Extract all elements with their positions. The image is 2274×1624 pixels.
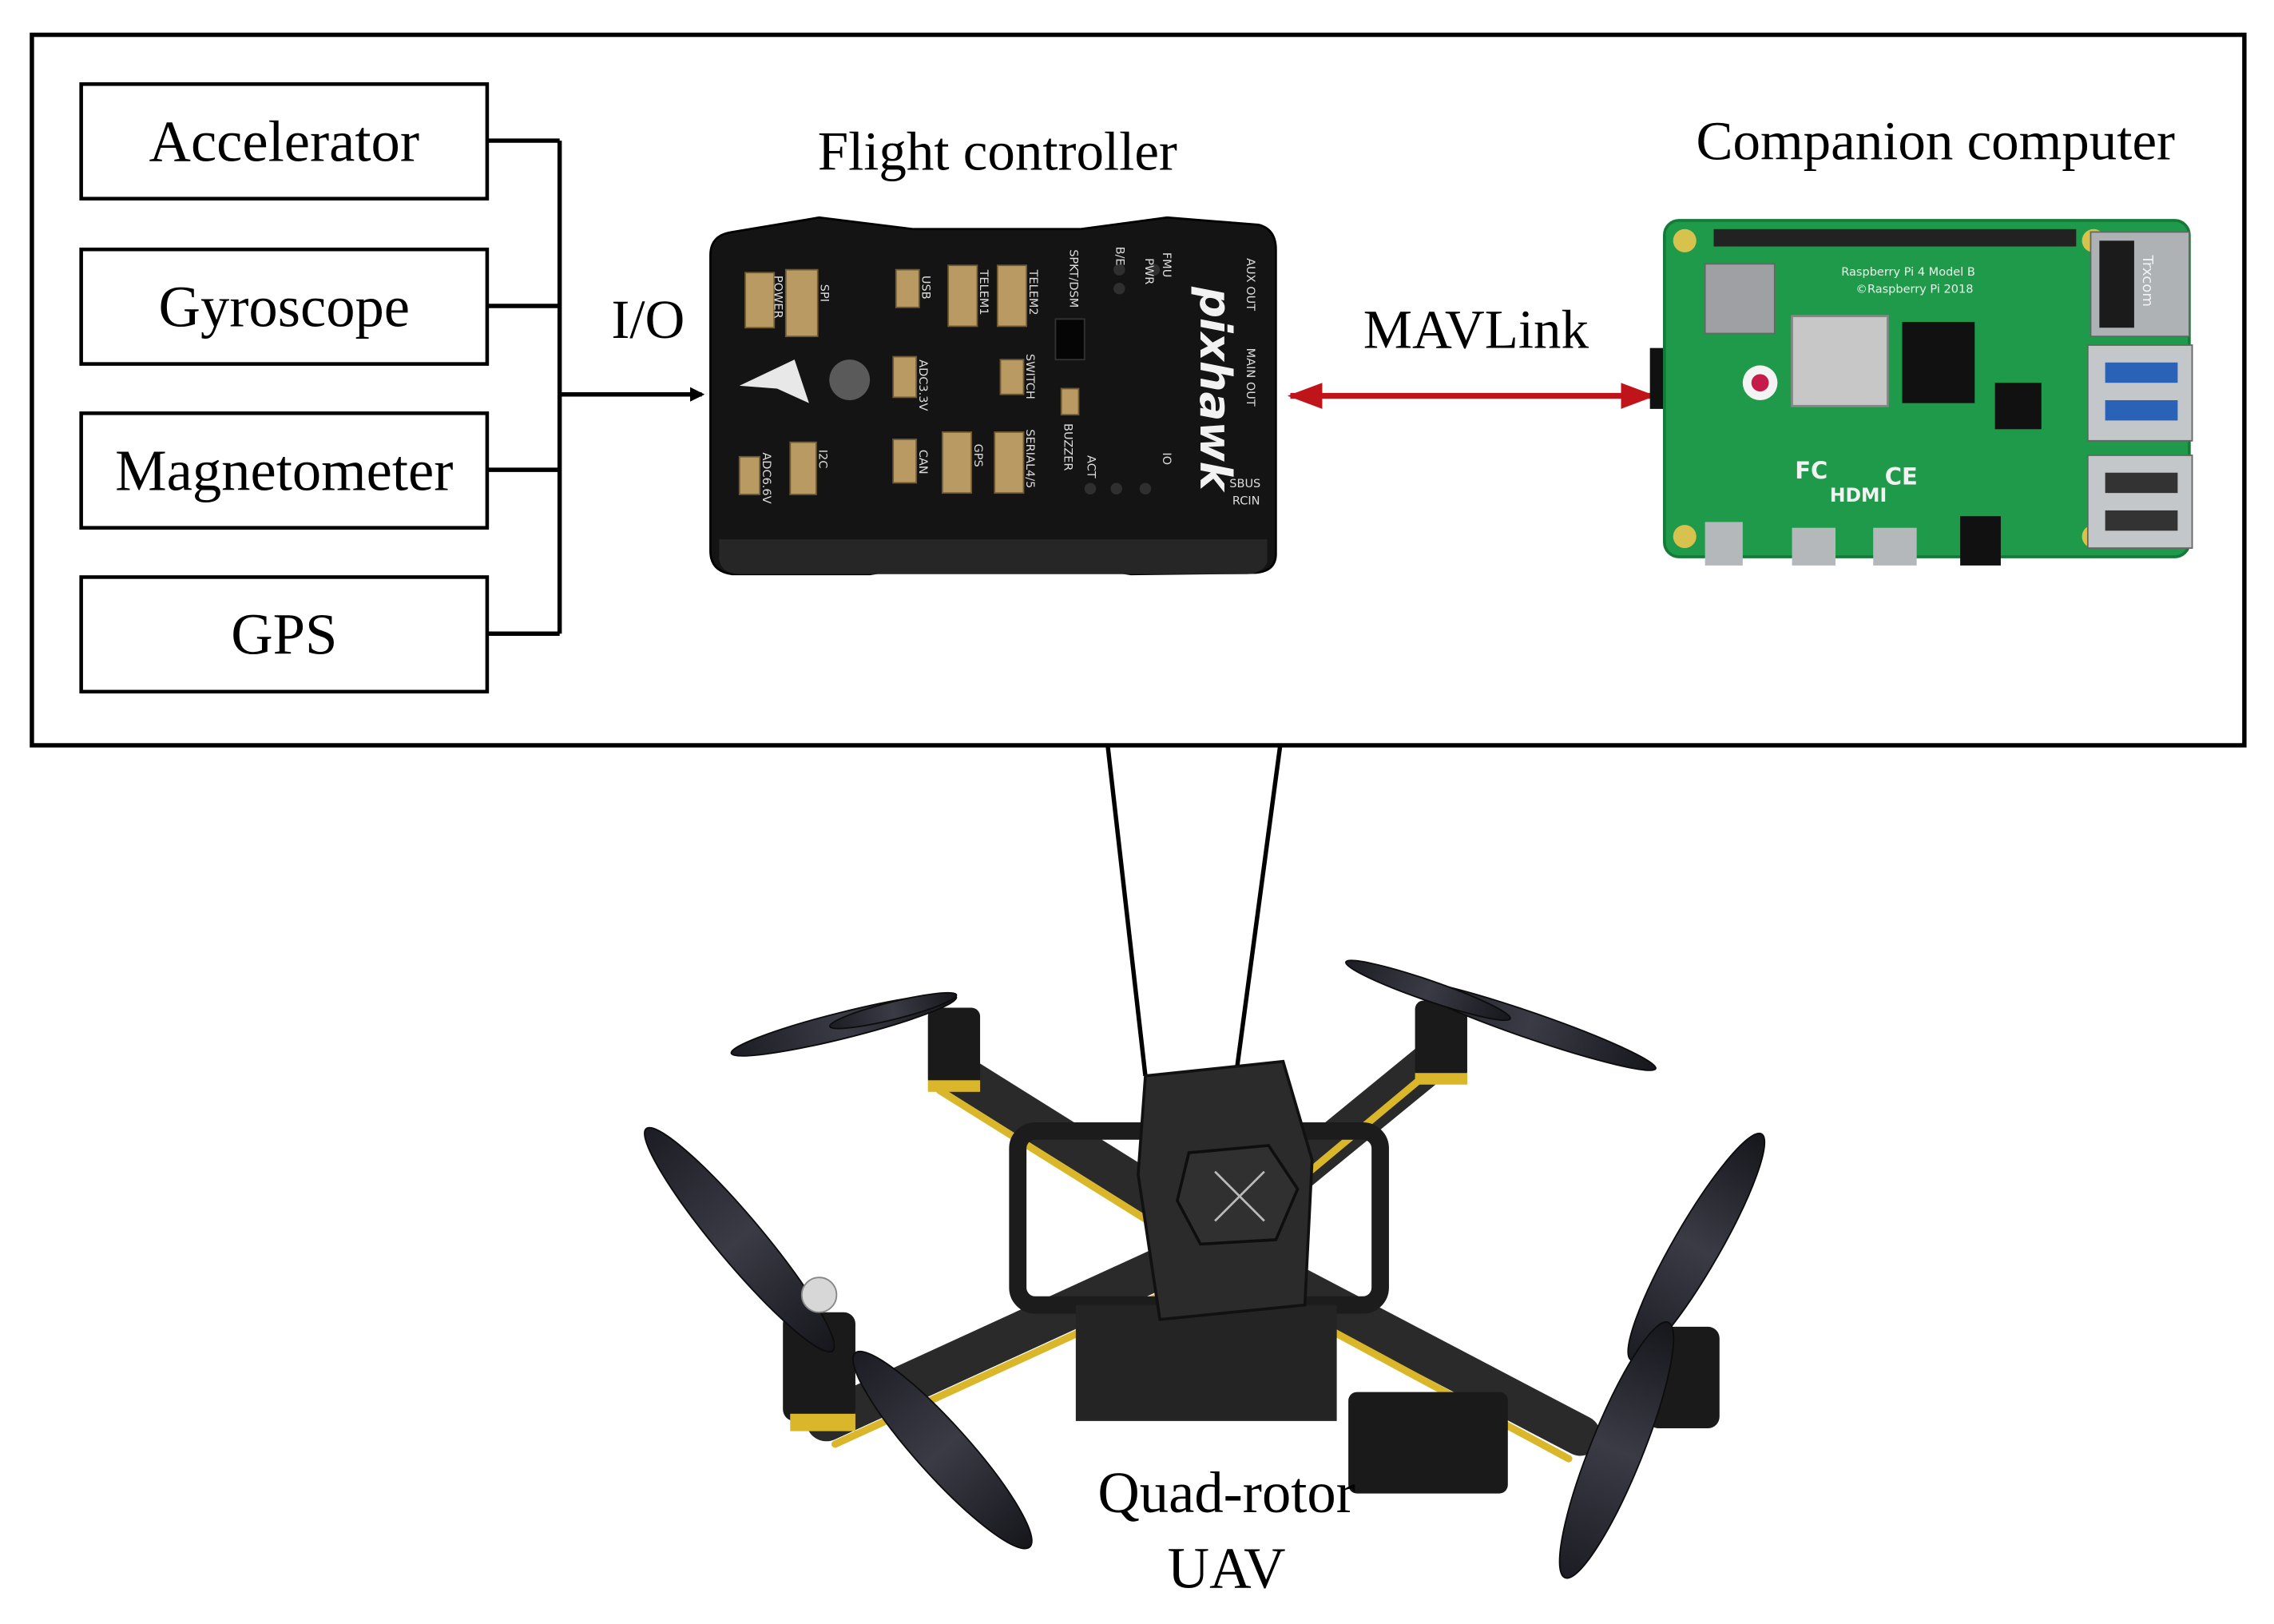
io-label: I/O bbox=[611, 289, 685, 350]
fc-port-pwr: PWR bbox=[1142, 258, 1155, 284]
fc-port-fmu: FMU bbox=[1160, 252, 1173, 277]
fc-port-telem1: TELEM1 bbox=[977, 269, 990, 316]
quadrotor-uav-image bbox=[644, 959, 1766, 1579]
sensor-label-gps: GPS bbox=[231, 602, 337, 667]
companion-computer-image: Raspberry Pi 4 Model B ©Raspberry Pi 201… bbox=[1649, 219, 2193, 566]
fc-port-serial45: SERIAL4/5 bbox=[1023, 429, 1036, 488]
system-frame bbox=[30, 32, 2247, 748]
fc-port-telem2: TELEM2 bbox=[1026, 269, 1039, 316]
companion-computer-title: Companion computer bbox=[1696, 111, 2175, 172]
fc-port-sbus: SBUS bbox=[1229, 478, 1260, 490]
raspberry-logo-icon bbox=[1742, 365, 1778, 400]
fc-port-spkt: SPKT/DSM bbox=[1067, 249, 1080, 308]
fc-port-usb: USB bbox=[919, 276, 931, 300]
sensor-bus bbox=[486, 138, 562, 636]
fc-port-io: IO bbox=[1160, 452, 1173, 465]
fc-port-act: ACT bbox=[1084, 455, 1097, 478]
fc-port-switch: SWITCH bbox=[1023, 354, 1036, 399]
sensor-box-gps: GPS bbox=[79, 575, 490, 694]
callout-lines bbox=[1105, 744, 1283, 1077]
mavlink-label: MAVLink bbox=[1363, 300, 1589, 360]
fc-port-power: POWER bbox=[771, 276, 784, 319]
fc-port-adc33: ADC3.3V bbox=[916, 359, 929, 411]
pi-model-text: Raspberry Pi 4 Model B bbox=[1841, 266, 1975, 279]
sensor-label-gyroscope: Gyroscope bbox=[159, 274, 410, 339]
sensor-label-magnetometer: Magnetometer bbox=[115, 439, 453, 503]
fc-port-rcin: RCIN bbox=[1232, 495, 1260, 508]
sensor-box-gyroscope: Gyroscope bbox=[79, 247, 490, 366]
pi-ce-mark: CE bbox=[1885, 463, 1918, 490]
fc-port-gps: GPS bbox=[971, 443, 984, 467]
fc-port-i2c: I2C bbox=[816, 450, 829, 469]
flight-controller-image: pixhawk POWER SPI USB TELEM1 TELEM2 SPKT… bbox=[709, 216, 1277, 576]
fc-port-aux-out: AUX OUT bbox=[1244, 258, 1256, 311]
pi-trxcom-text: Trxcom bbox=[2139, 254, 2156, 307]
sensor-label-accelerator: Accelerator bbox=[149, 109, 420, 173]
fc-port-buzzer: BUZZER bbox=[1061, 423, 1074, 471]
flight-controller-title: Flight controller bbox=[818, 121, 1177, 181]
fc-port-adc66: ADC6.6V bbox=[760, 452, 772, 503]
pi-fc-mark: FC bbox=[1795, 457, 1828, 484]
flight-controller-brand: pixhawk bbox=[1190, 286, 1241, 493]
fc-port-be: B/E bbox=[1113, 247, 1126, 266]
pi-hdmi-text: HDMI bbox=[1830, 484, 1887, 506]
uav-label-line1: Quad-rotor bbox=[1097, 1460, 1355, 1525]
fc-port-main-out: MAIN OUT bbox=[1244, 348, 1256, 407]
fc-port-can: CAN bbox=[916, 450, 929, 474]
sensor-box-magnetometer: Magnetometer bbox=[79, 411, 490, 530]
sensor-box-accelerator: Accelerator bbox=[79, 82, 490, 201]
uav-label-line2: UAV bbox=[1168, 1536, 1286, 1601]
fc-port-spi: SPI bbox=[817, 284, 830, 302]
pi-copyright-text: ©Raspberry Pi 2018 bbox=[1855, 284, 1973, 296]
